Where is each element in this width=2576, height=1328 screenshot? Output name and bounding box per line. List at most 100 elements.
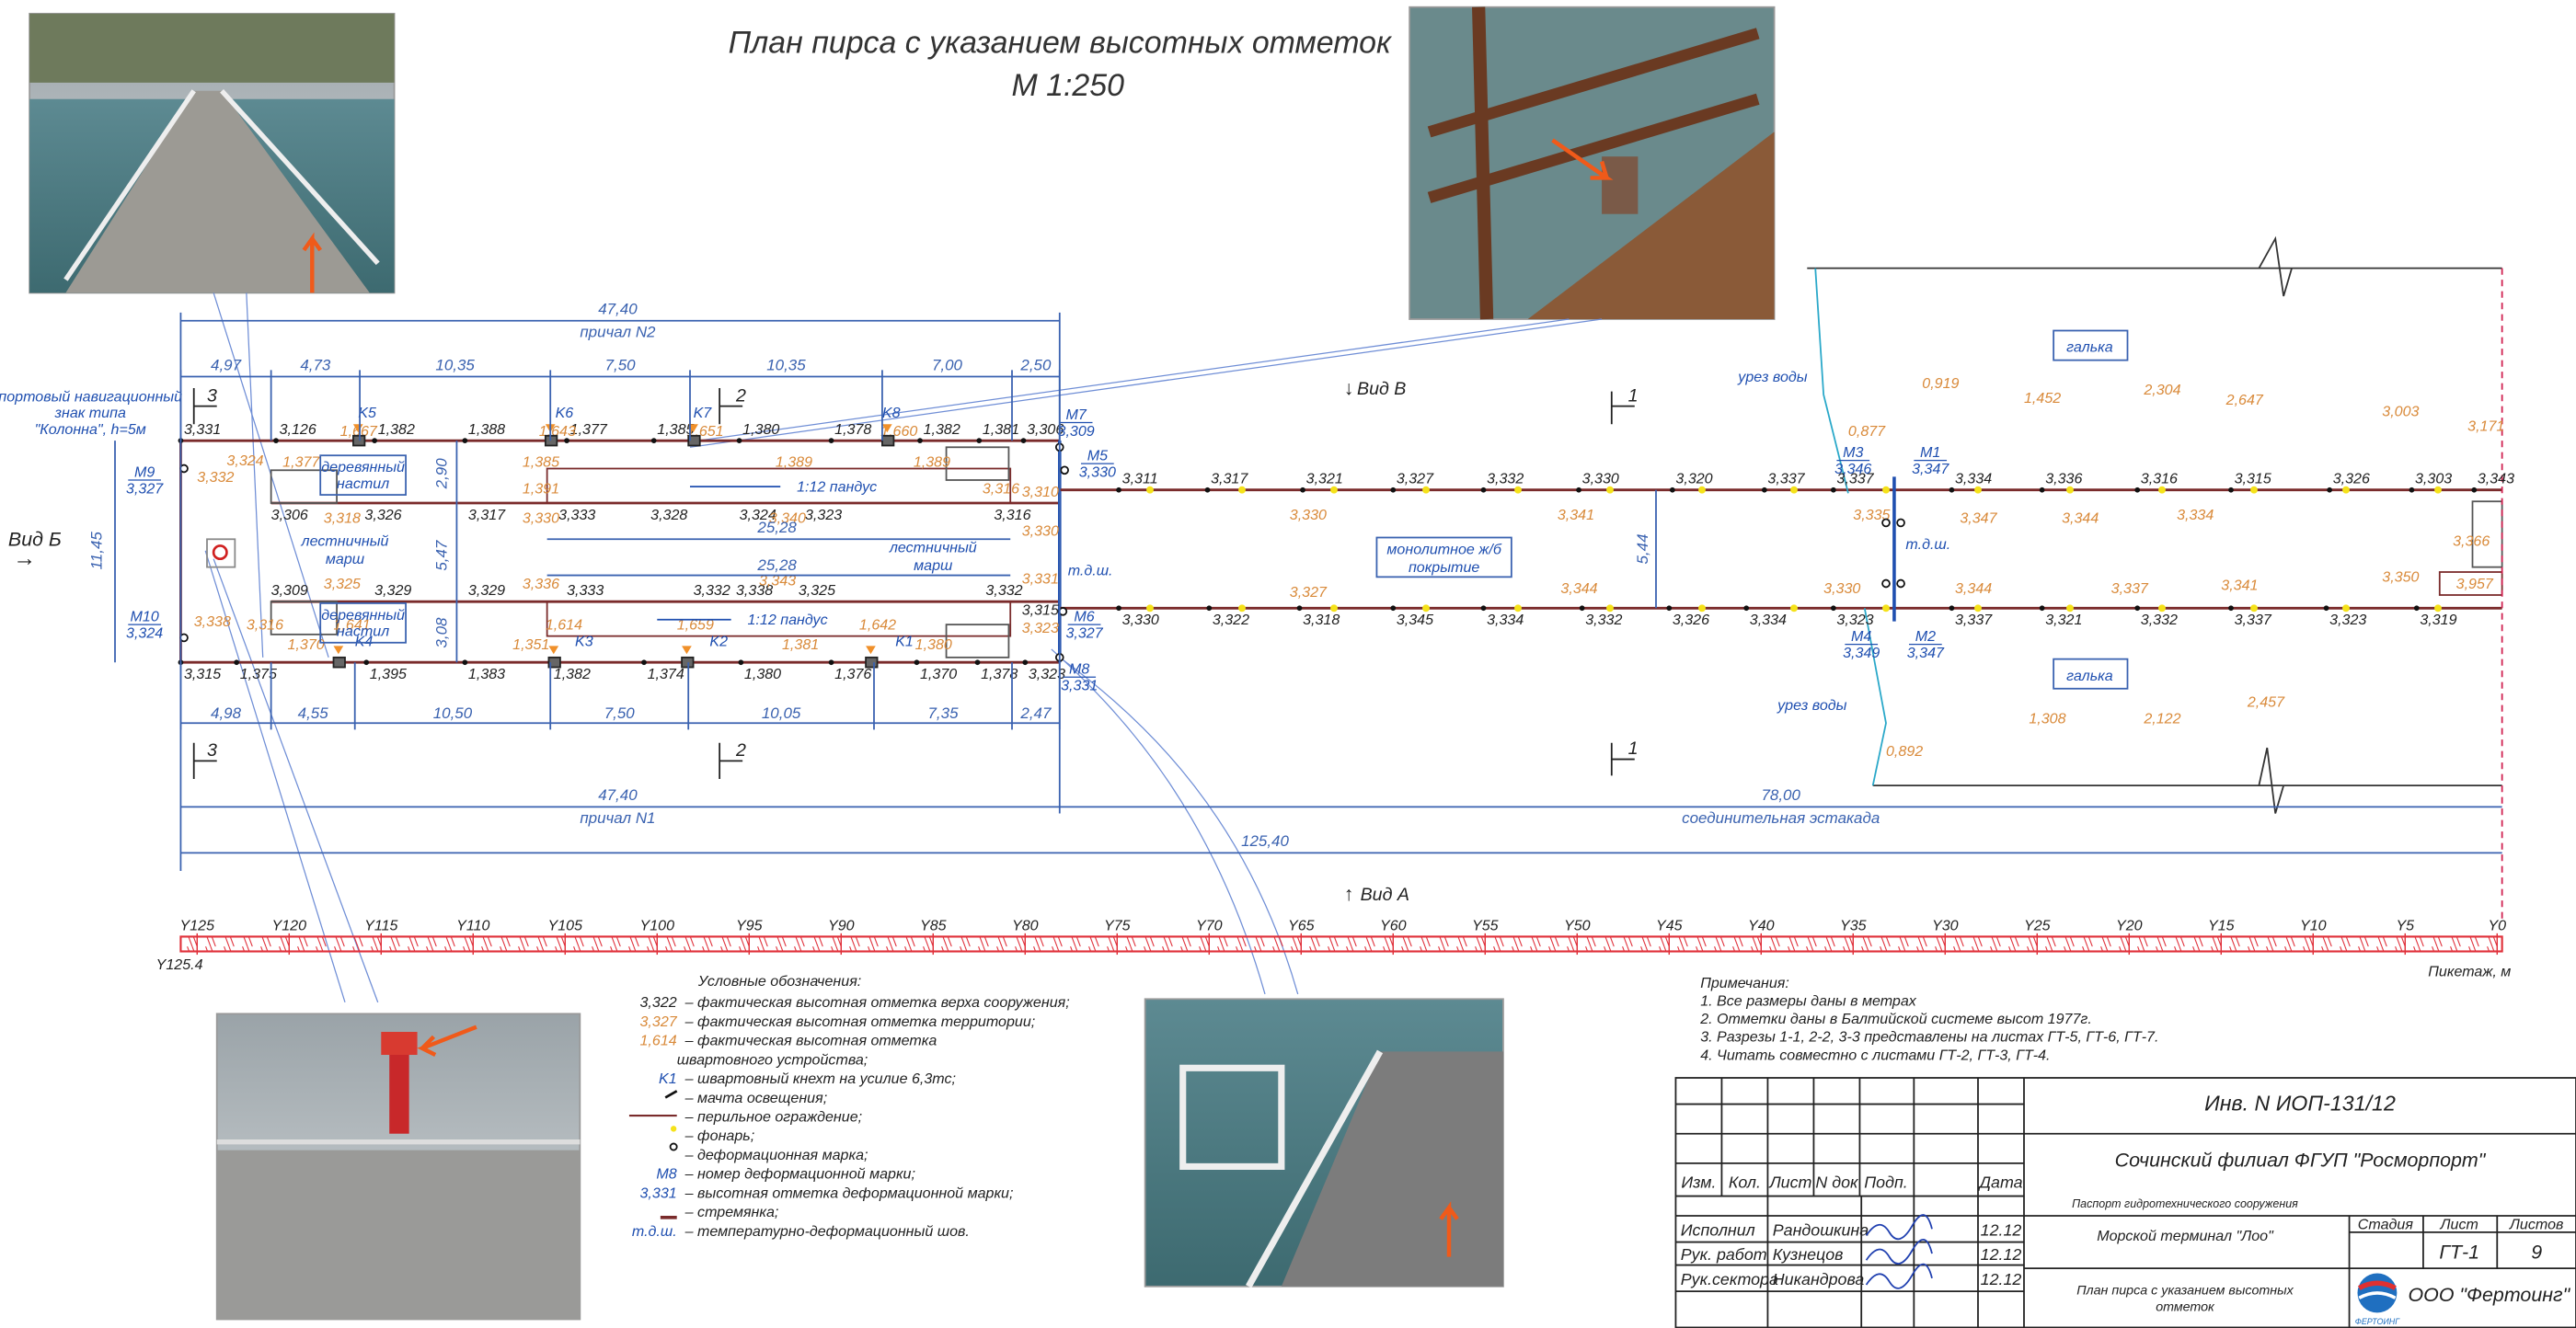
inventory-number: Инв. N ИОП-131/12 [2204, 1092, 2396, 1116]
structure-elevation: 3,337 [1955, 612, 1993, 628]
structure-elevation: 3,324 [740, 507, 776, 523]
ruler-tick-label: Y0 [2488, 917, 2506, 933]
legend-text: – фактическая высотная отметка верха соо… [684, 994, 1070, 1011]
bollard-elevation: 1,641 [334, 617, 371, 634]
mooring-elevation-icon [333, 646, 344, 655]
structure-elevation: 3,321 [2045, 612, 2082, 628]
elevation-point [234, 659, 239, 666]
ruler-tick-label: Y5 [2396, 917, 2414, 933]
lamp-icon [2250, 486, 2258, 494]
elevation-point [1576, 487, 1581, 493]
column-header: Изм. [1681, 1173, 1716, 1192]
structure-elevation: 3,315 [2235, 471, 2271, 487]
bollard-id: K8 [882, 405, 901, 421]
ruler-tick-label: Y35 [1840, 917, 1867, 933]
territory-elevation: 1,391 [523, 480, 559, 497]
legend-symbol: 3,322 [640, 994, 677, 1011]
lamp-icon [1606, 604, 1614, 612]
territory-elevation: 1,351 [512, 636, 549, 653]
lamp-icon [2342, 486, 2350, 494]
structure-elevation: 3,328 [650, 507, 687, 523]
dimension-segment: 4,55 [298, 704, 329, 722]
ruler-tick-label: Y95 [736, 917, 763, 933]
territory-elevation: 3,344 [2062, 509, 2099, 526]
elevation-point [2039, 487, 2045, 493]
column-header: Подп. [1864, 1173, 1907, 1192]
bollard-id: K6 [556, 405, 574, 421]
territory-elevation: 3,366 [2453, 532, 2490, 549]
lamp-icon [2342, 604, 2350, 612]
wood-deck-label: деревянный [321, 607, 405, 624]
structure-elevation: 3,325 [799, 582, 835, 599]
structure-elevation: 3,317 [1211, 471, 1248, 487]
signer-role: Рук. работ [1681, 1245, 1767, 1264]
trestle-total: 78,00 [1761, 786, 1800, 804]
structure-elevation: 3,334 [1750, 612, 1787, 628]
width-dim: 3,08 [433, 617, 451, 648]
dimension-segment: 4,98 [211, 704, 242, 722]
territory-elevation: 3,324 [226, 452, 263, 469]
structure-elevation: 1,380 [742, 421, 779, 438]
structure-elevation: 3,337 [1836, 471, 1874, 487]
ramp-label: 1:12 пандус [748, 612, 828, 628]
elevation-point [2039, 605, 2045, 612]
territory-elevation: 3,310 [1022, 484, 1059, 500]
ramp-length: 25,28 [756, 556, 797, 574]
elevation-point [363, 659, 370, 666]
deformation-mark-id: M3 [1843, 444, 1863, 461]
structure-elevation: 3,345 [1397, 612, 1433, 628]
lamp-icon [1238, 486, 1246, 494]
territory-elevation: 1,370 [288, 636, 325, 653]
dimension-segment: 2,50 [1019, 356, 1052, 373]
ruler-tick-label: Y50 [1564, 917, 1591, 933]
structure-elevation: 3,326 [1673, 612, 1709, 628]
ruler-tick-label: Y105 [548, 917, 583, 933]
stage-label: Стадия [2358, 1216, 2414, 1232]
structure-elevation: 1,382 [554, 666, 591, 682]
width-dim: 5,44 [1634, 534, 1651, 565]
territory-elevation: 3,344 [1560, 580, 1597, 597]
lamp-icon [1698, 486, 1706, 494]
structure-elevation: 1,382 [924, 421, 960, 438]
territory-elevation: 3,340 [769, 509, 806, 526]
elevation-point [2228, 487, 2234, 493]
structure-elevation: 3,337 [1767, 471, 1805, 487]
legend-text: – мачта освещения; [684, 1090, 828, 1106]
deformation-mark-icon [1881, 578, 1891, 589]
stairs-label: марш [914, 557, 953, 574]
territory-elevation: 3,957 [2456, 576, 2494, 592]
column-header: N док [1815, 1173, 1858, 1192]
territory-elevation: 3,344 [1955, 580, 1992, 597]
legend-symbol: 3,327 [640, 1013, 678, 1030]
overall-length: 125,40 [1241, 832, 1289, 850]
structure-elevation: 3,316 [2141, 471, 2178, 487]
deformation-mark-elevation: 3,324 [126, 624, 163, 641]
stairs-label: марш [326, 551, 365, 567]
elevation-point [2323, 605, 2329, 612]
ruler-tick-label: Y30 [1932, 917, 1959, 933]
territory-elevation: 3,327 [1290, 584, 1328, 601]
elevation-point [2327, 487, 2332, 493]
width-dim: 2,90 [433, 458, 451, 490]
view-a-arrow: ↑ [1344, 883, 1354, 905]
elevation-point [1743, 605, 1750, 612]
lamp-icon [1238, 604, 1246, 612]
deformation-mark-id: M4 [1851, 628, 1871, 645]
view-v-label: Вид В [1357, 379, 1406, 399]
deformation-mark-id: M5 [1087, 448, 1108, 464]
elevation-point [273, 438, 279, 443]
ruler-tick-label: Y85 [920, 917, 947, 933]
dimension-segment: 4,73 [300, 356, 331, 373]
monolith-label: покрытие [1409, 559, 1479, 576]
deformation-mark-icon [1896, 518, 1905, 528]
structure-elevation: 3,326 [364, 507, 401, 523]
elevation-point [914, 659, 920, 666]
structure-elevation: 3,323 [1836, 612, 1873, 628]
structure-elevation: 1,375 [240, 666, 277, 682]
lamp-icon [2158, 604, 2166, 612]
structure-elevation: 3,323 [1029, 666, 1065, 682]
nav-sign-label: знак типа [54, 405, 126, 421]
structure-elevation: 3,316 [994, 507, 1030, 523]
